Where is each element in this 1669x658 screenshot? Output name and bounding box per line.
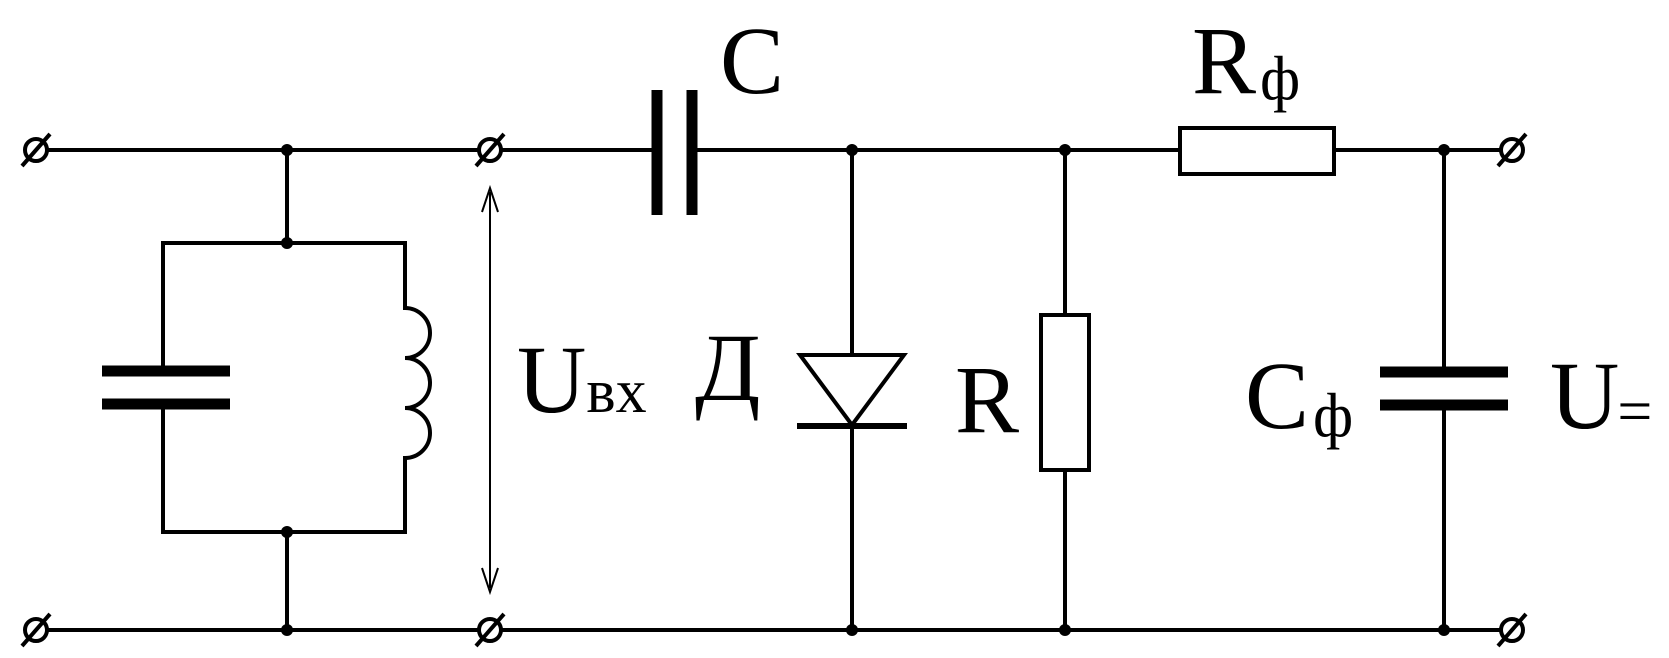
output-voltage-label-main: U (1550, 342, 1619, 449)
load-resistor (1039, 144, 1091, 636)
filter-resistor-label-main: R (1192, 7, 1256, 114)
coupling-capacitor-label: C (720, 7, 784, 114)
input-terminal-top-left (20, 132, 52, 168)
output-terminal-top (1496, 132, 1528, 168)
filter-capacitor-label-main: C (1245, 342, 1309, 449)
filter-capacitor-label: Cф (1245, 342, 1353, 450)
junction-dot (281, 526, 293, 538)
junction-dot (1438, 144, 1450, 156)
junction-dot (281, 144, 293, 156)
coupling-capacitor (651, 90, 698, 215)
filter-capacitor-label-sub: ф (1313, 382, 1353, 450)
junction-dot (281, 624, 293, 636)
input-terminal-bottom-left (20, 612, 52, 648)
filter-resistor (1178, 126, 1336, 176)
lc-tank-circuit (102, 144, 432, 636)
input-voltage-label: Uвх (517, 326, 647, 433)
filter-resistor-label-sub: ф (1260, 45, 1300, 113)
tank-inductor (402, 241, 432, 534)
filter-resistor-label: Rф (1192, 7, 1300, 114)
diode-label: Д (695, 314, 760, 421)
tank-capacitor (102, 365, 230, 410)
junction-dot (846, 144, 858, 156)
junction-dot (846, 624, 858, 636)
input-voltage-arrow (481, 184, 499, 596)
input-terminal-top (474, 132, 506, 168)
input-terminal-bottom (474, 612, 506, 648)
input-voltage-label-main: U (517, 326, 586, 433)
junction-dot (1438, 624, 1450, 636)
input-voltage-label-sub: вх (586, 358, 646, 426)
junction-dot (1059, 144, 1071, 156)
output-terminal-bottom (1496, 612, 1528, 648)
junction-dot (1059, 624, 1071, 636)
junction-dot (281, 237, 293, 249)
output-voltage-label: U= (1550, 342, 1652, 449)
load-resistor-label: R (955, 346, 1019, 453)
filter-capacitor (1380, 144, 1508, 636)
output-voltage-label-sub: = (1617, 378, 1652, 446)
diode (796, 144, 908, 636)
